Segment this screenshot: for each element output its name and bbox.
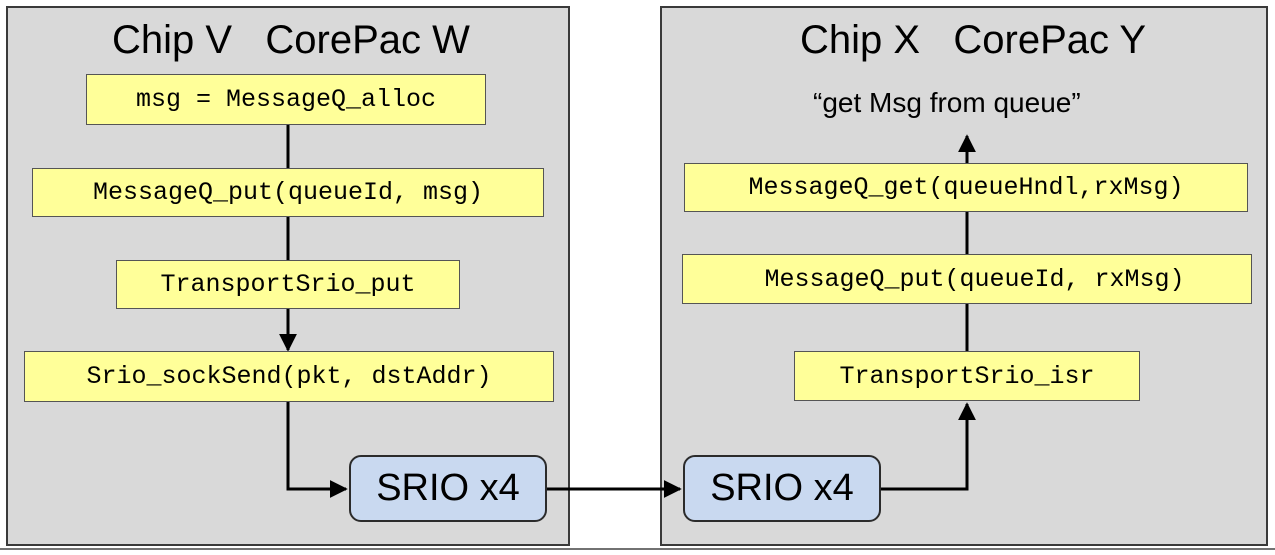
get-msg-note: “get Msg from queue” [813, 87, 1081, 118]
messageq-put-rx-box: MessageQ_put(queueId, rxMsg) [682, 254, 1252, 304]
transport-srio-put-box: TransportSrio_put [116, 260, 460, 309]
chip-x-title: Chip X CorePac Y [800, 18, 1147, 62]
messageq-get-box: MessageQ_get(queueHndl,rxMsg) [684, 163, 1248, 212]
messageq-put-box: MessageQ_put(queueId, msg) [32, 168, 544, 217]
left-arrow-to-srio [286, 402, 348, 498]
srio-socksend-box: Srio_sockSend(pkt, dstAddr) [24, 351, 554, 402]
chip-v-title: Chip V CorePac W [112, 18, 470, 62]
right-arrow-to-isr [881, 402, 976, 491]
msg-alloc-box: msg = MessageQ_alloc [86, 74, 486, 125]
transport-srio-isr-box: TransportSrio_isr [794, 351, 1140, 401]
right-srio-block: SRIO x4 [683, 455, 881, 522]
left-srio-block: SRIO x4 [349, 455, 547, 522]
